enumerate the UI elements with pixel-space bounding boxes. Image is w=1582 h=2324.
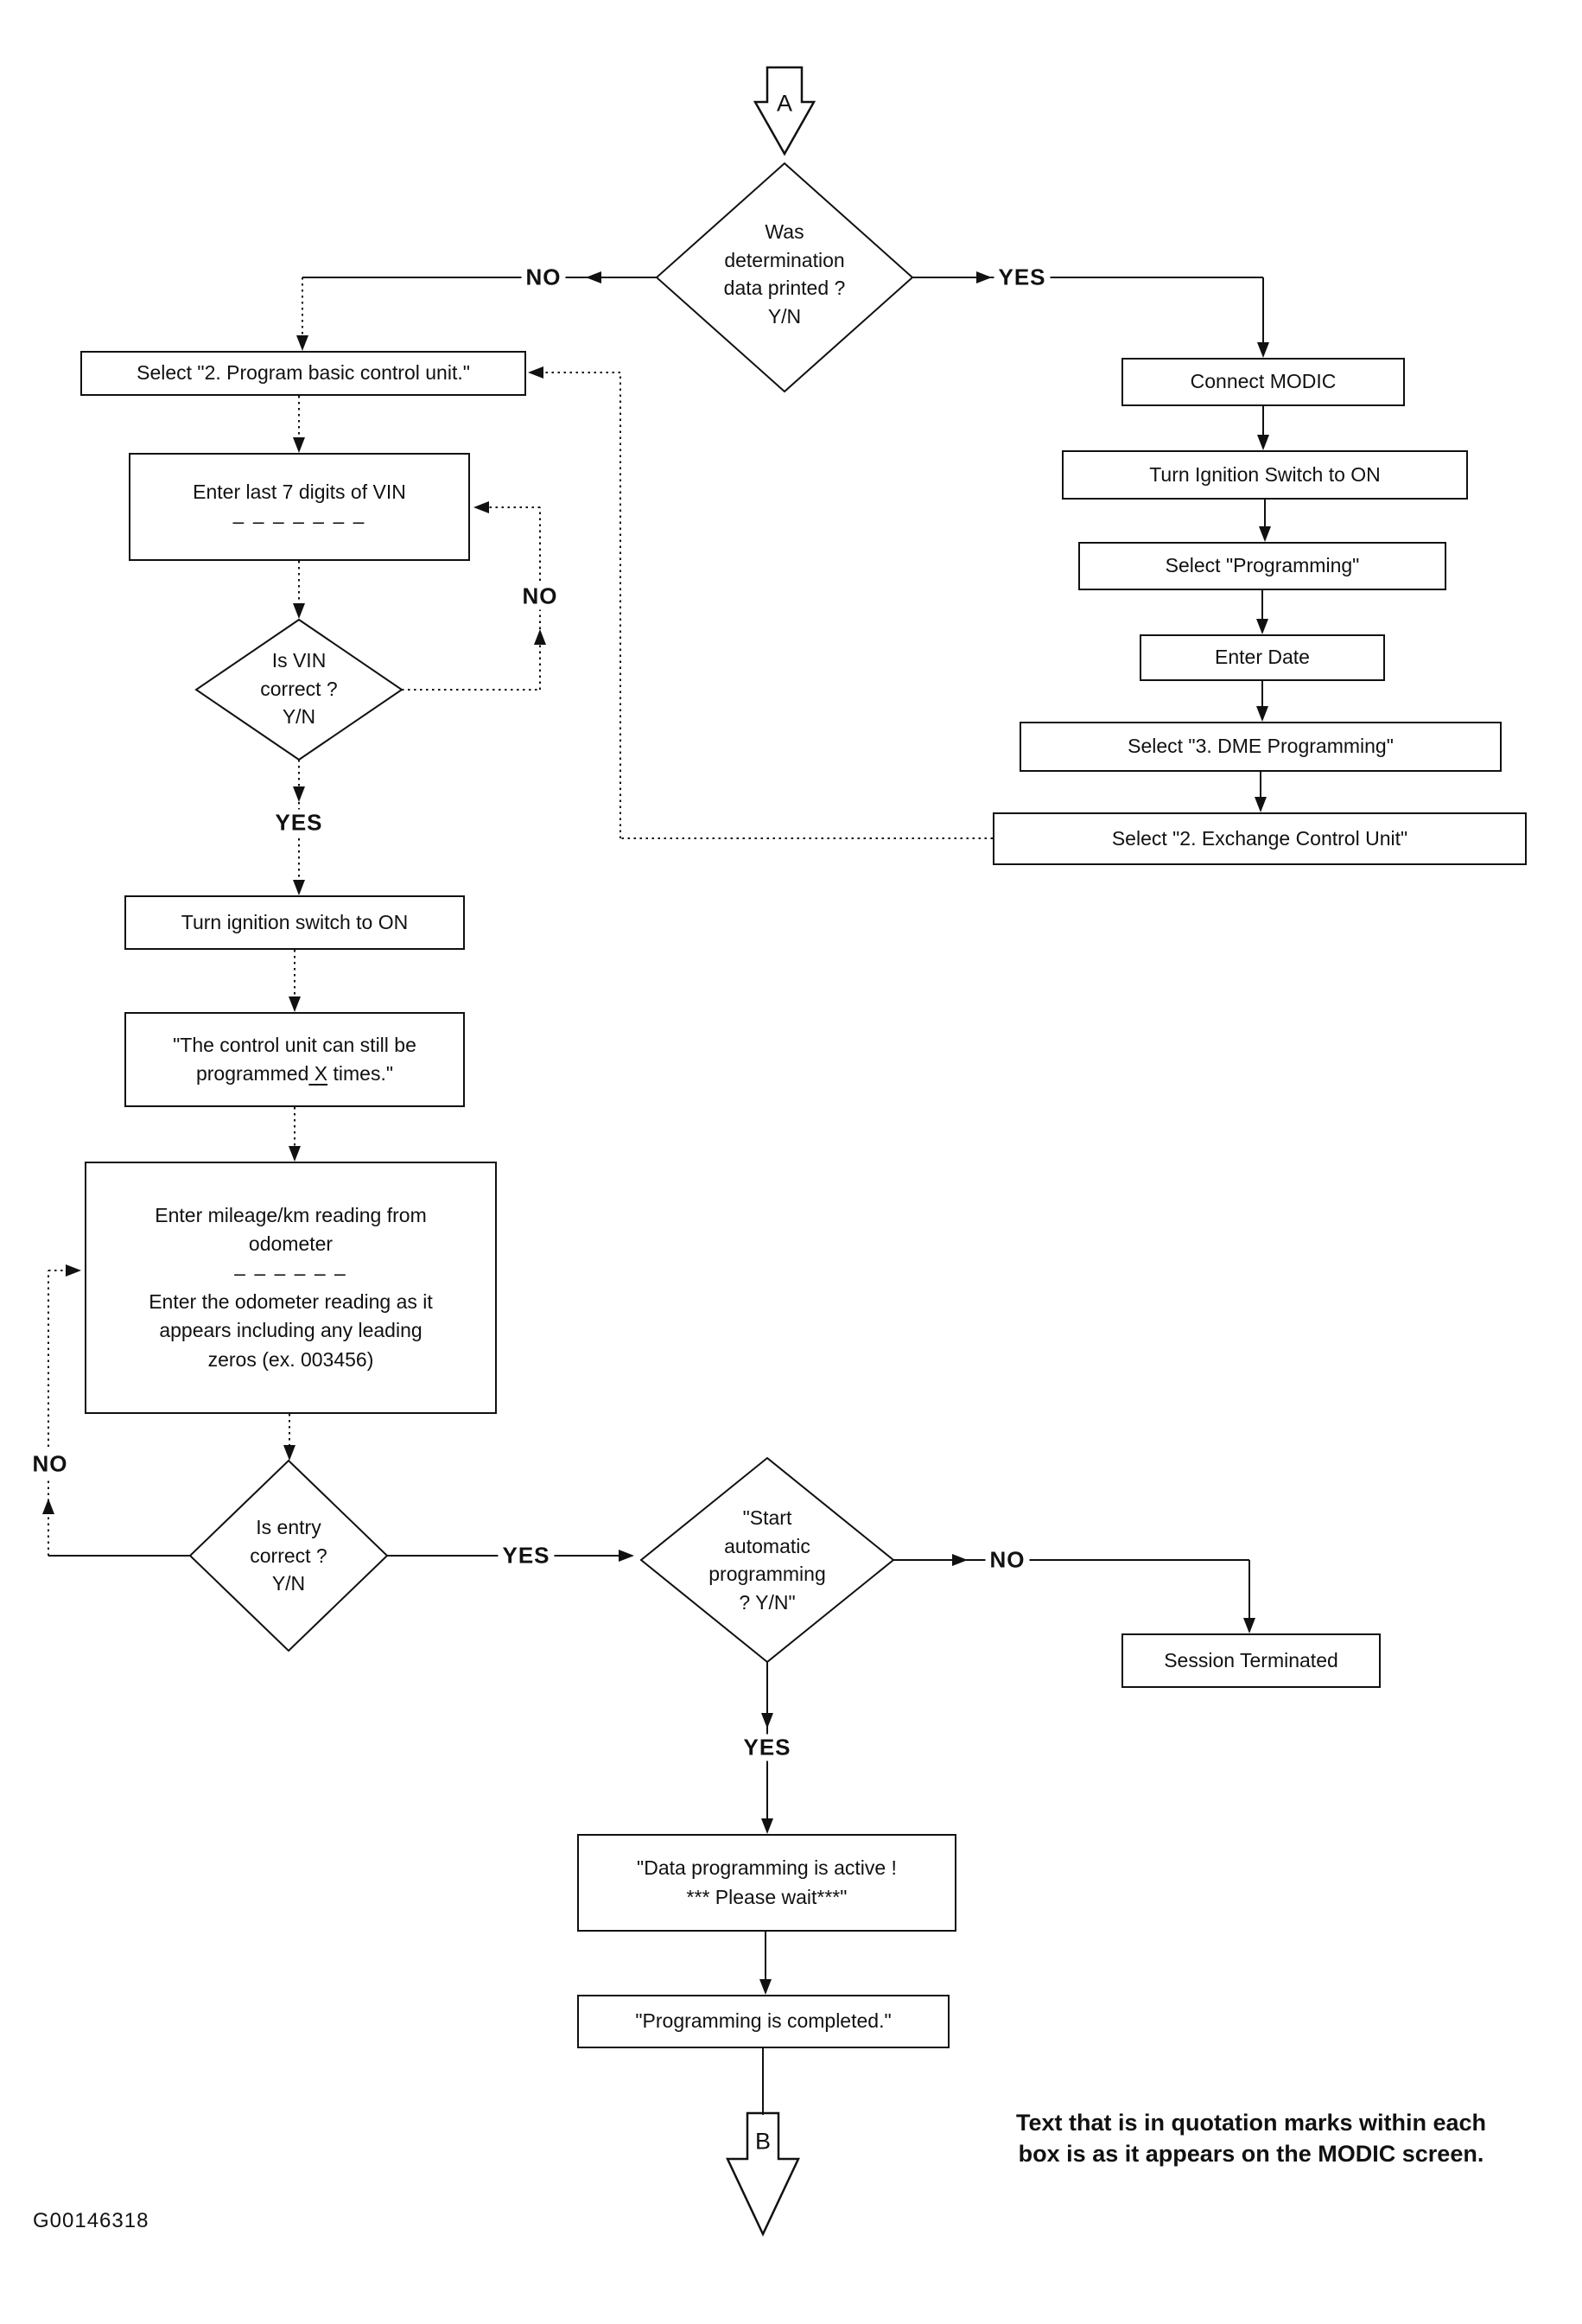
mileage-entry-dashes: – – – – – – bbox=[234, 1261, 347, 1284]
mileage-line3: Enter the odometer reading as it bbox=[149, 1290, 433, 1313]
connector-a-label: A bbox=[776, 90, 793, 117]
display-line1: "Data programming is active ! bbox=[637, 1856, 897, 1880]
mileage-line4: appears including any leading bbox=[159, 1319, 423, 1342]
process-select-dme-programming: Select "3. DME Programming" bbox=[1020, 722, 1502, 772]
display-line2: programmed X times." bbox=[196, 1060, 393, 1088]
edge-label-no-determination: NO bbox=[521, 264, 566, 291]
display-line2-pre: programmed bbox=[195, 1062, 309, 1085]
display-data-programming-active: "Data programming is active ! *** Please… bbox=[577, 1834, 956, 1932]
process-enter-vin: Enter last 7 digits of VIN – – – – – – – bbox=[129, 453, 470, 561]
terminal-session-terminated: Session Terminated bbox=[1121, 1633, 1381, 1688]
process-label: Turn Ignition Switch to ON bbox=[1149, 462, 1381, 486]
decision-determination-shape bbox=[655, 162, 914, 393]
process-turn-ignition-on-left: Turn ignition switch to ON bbox=[124, 895, 465, 950]
edge-label-yes-entry: YES bbox=[498, 1542, 555, 1569]
display-line2: *** Please wait***" bbox=[686, 1885, 848, 1908]
decision-start-shape bbox=[639, 1456, 895, 1664]
decision-entry-shape bbox=[188, 1459, 389, 1652]
process-label: Connect MODIC bbox=[1190, 370, 1337, 393]
edge-label-no-vin: NO bbox=[518, 583, 562, 610]
display-x-placeholder: X bbox=[308, 1062, 328, 1085]
process-select-program-basic-control-unit: Select "2. Program basic control unit." bbox=[80, 351, 526, 396]
process-connect-modic: Connect MODIC bbox=[1121, 358, 1405, 406]
process-enter-date: Enter Date bbox=[1140, 634, 1385, 681]
edge-label-yes-start: YES bbox=[739, 1734, 796, 1761]
edge-label-yes-determination: YES bbox=[994, 264, 1051, 291]
decision-start-text: "Start automatic programming ? Y/N" bbox=[708, 1506, 826, 1614]
connector-b-shape bbox=[726, 2111, 800, 2237]
process-label: Select "Programming" bbox=[1165, 554, 1360, 577]
decision-shapes bbox=[188, 162, 914, 1664]
process-turn-ignition-on-right: Turn Ignition Switch to ON bbox=[1062, 450, 1468, 500]
process-enter-mileage: Enter mileage/km reading from odometer –… bbox=[85, 1162, 497, 1414]
process-label: Turn ignition switch to ON bbox=[181, 910, 409, 933]
process-label: Select "3. DME Programming" bbox=[1128, 735, 1394, 758]
mileage-line5: zeros (ex. 003456) bbox=[207, 1347, 374, 1371]
process-label: "Programming is completed." bbox=[635, 2009, 892, 2033]
process-label: Select "2. Exchange Control Unit" bbox=[1111, 826, 1408, 850]
mileage-line2: odometer bbox=[248, 1232, 334, 1256]
connector-a-shape bbox=[753, 66, 816, 156]
process-label: Select "2. Program basic control unit." bbox=[137, 361, 470, 385]
decision-vin-text: Is VIN correct ? Y/N bbox=[260, 649, 338, 729]
mileage-line1: Enter mileage/km reading from bbox=[155, 1203, 427, 1226]
decision-determination-text: Was determination data printed ? Y/N bbox=[723, 220, 846, 328]
process-label: Enter Date bbox=[1215, 646, 1310, 669]
decision-vin-shape bbox=[194, 618, 403, 761]
dotted-edges bbox=[48, 277, 993, 1556]
display-line2-post: times." bbox=[327, 1062, 394, 1085]
display-line1: "The control unit can still be bbox=[173, 1033, 416, 1056]
connector-b-label: B bbox=[754, 2128, 772, 2155]
display-control-unit-times: "The control unit can still be programme… bbox=[124, 1012, 465, 1107]
process-select-programming: Select "Programming" bbox=[1078, 542, 1446, 590]
process-select-exchange-control-unit: Select "2. Exchange Control Unit" bbox=[993, 812, 1527, 865]
display-programming-completed: "Programming is completed." bbox=[577, 1995, 950, 2048]
edge-label-yes-vin: YES bbox=[270, 809, 327, 837]
figure-id: G00146318 bbox=[33, 2209, 149, 2232]
arrowheads bbox=[42, 271, 1271, 1995]
process-label: Enter last 7 digits of VIN bbox=[193, 481, 406, 504]
edge-label-no-entry: NO bbox=[28, 1450, 73, 1478]
vin-entry-dashes: – – – – – – – bbox=[232, 509, 366, 532]
edge-label-no-start: NO bbox=[985, 1546, 1030, 1574]
quotation-note: Text that is in quotation marks within e… bbox=[1015, 2110, 1487, 2168]
process-label: Session Terminated bbox=[1164, 1648, 1338, 1671]
decision-entry-text: Is entry correct ? Y/N bbox=[250, 1516, 327, 1595]
